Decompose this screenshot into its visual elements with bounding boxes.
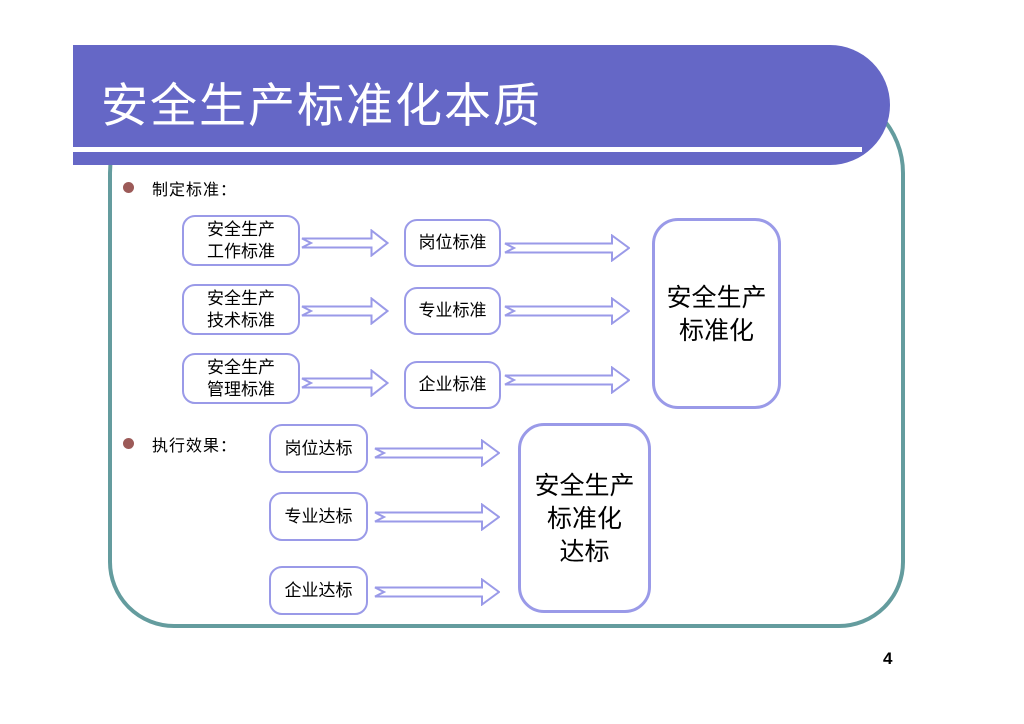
box-line: 岗位达标 [284, 438, 353, 459]
box-line: 专业标准 [418, 301, 487, 321]
box-line: 技术标准 [207, 310, 275, 331]
box-line: 安全生产 [666, 282, 767, 312]
flow-arrow-icon [301, 229, 389, 257]
mid-standard-box: 专业标准 [404, 287, 501, 335]
box-line: 安全生产 [207, 219, 275, 240]
flow-arrow-icon [374, 439, 500, 467]
box-line: 安全生产 [207, 357, 275, 378]
source-standard-box: 安全生产 技术标准 [182, 284, 300, 335]
flow-arrow-icon [504, 234, 630, 262]
compliance-box: 岗位达标 [269, 424, 368, 473]
flow-arrow-icon [504, 297, 630, 325]
box-line: 专业达标 [284, 506, 353, 527]
title-underline [73, 147, 862, 152]
flow-arrow-icon [504, 366, 630, 394]
box-line: 企业达标 [284, 580, 353, 601]
box-line: 岗位标准 [418, 233, 487, 253]
box-line: 达标 [559, 536, 610, 566]
box-line: 工作标准 [207, 241, 275, 262]
box-line: 安全生产 [207, 288, 275, 309]
page-number: 4 [883, 649, 893, 668]
result-compliance-box: 安全生产 标准化 达标 [518, 423, 651, 613]
source-standard-box: 安全生产 管理标准 [182, 353, 300, 404]
result-standardization-box: 安全生产 标准化 [652, 218, 781, 409]
flow-arrow-icon [374, 578, 500, 606]
source-standard-box: 安全生产 工作标准 [182, 215, 300, 266]
title-banner: 安全生产标准化本质 [73, 45, 890, 165]
bullet-dot [123, 182, 134, 193]
mid-standard-box: 岗位标准 [404, 219, 501, 267]
box-line: 企业标准 [418, 375, 487, 395]
slide-title: 安全生产标准化本质 [101, 79, 542, 134]
section2-label: 执行效果： [152, 436, 238, 455]
compliance-box: 专业达标 [269, 492, 368, 541]
compliance-box: 企业达标 [269, 566, 368, 615]
flow-arrow-icon [374, 503, 500, 531]
flow-arrow-icon [301, 297, 389, 325]
box-line: 安全生产 [534, 470, 635, 500]
box-line: 标准化 [546, 503, 622, 533]
mid-standard-box: 企业标准 [404, 361, 501, 409]
box-line: 管理标准 [207, 379, 275, 400]
flow-arrow-icon [301, 369, 389, 397]
bullet-dot [123, 438, 134, 449]
section1-label: 制定标准： [152, 180, 238, 199]
box-line: 标准化 [678, 315, 754, 345]
